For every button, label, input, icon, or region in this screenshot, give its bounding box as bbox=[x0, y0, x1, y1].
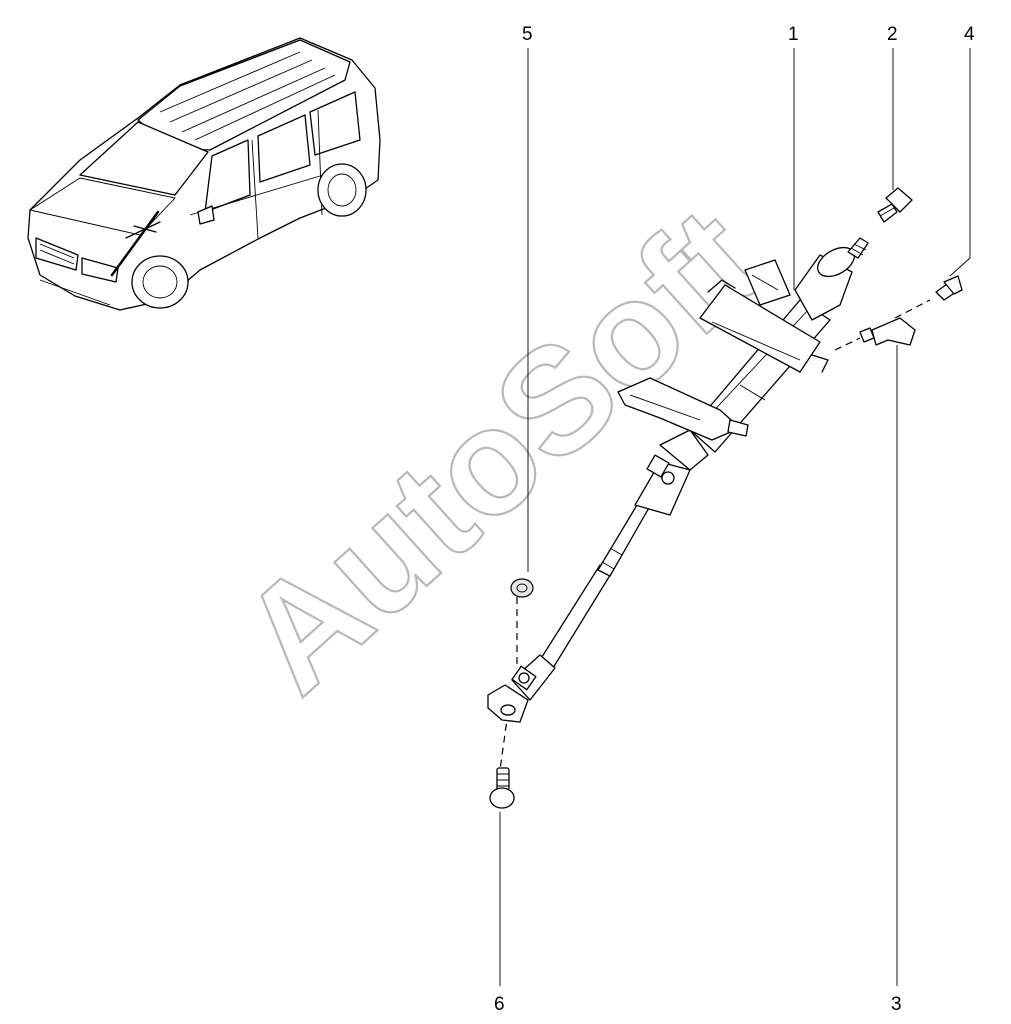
lower-universal-joint bbox=[487, 654, 556, 723]
clip-3-icon bbox=[859, 317, 916, 346]
steering-column-assembly bbox=[539, 237, 869, 669]
callout-3: 3 bbox=[891, 994, 902, 1015]
vehicle-location-icon bbox=[27, 37, 381, 311]
callout-4: 4 bbox=[964, 24, 975, 45]
bolt-2-icon bbox=[877, 187, 913, 223]
bolt-6-icon bbox=[489, 767, 515, 809]
leader-lines bbox=[499, 48, 971, 986]
callout-1: 1 bbox=[788, 24, 799, 45]
callout-2: 2 bbox=[887, 24, 898, 45]
nut-5-icon bbox=[510, 578, 534, 598]
callout-6: 6 bbox=[494, 994, 505, 1015]
callout-5: 5 bbox=[522, 24, 533, 45]
bolt-4-icon bbox=[935, 275, 963, 301]
